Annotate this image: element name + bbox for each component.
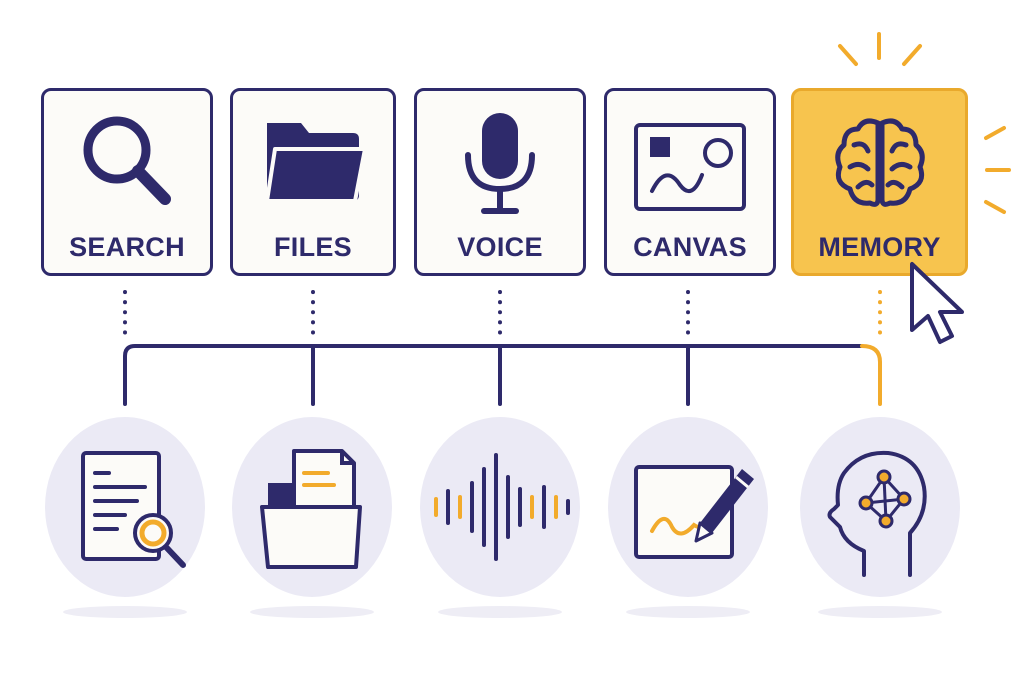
memory-label: MEMORY (818, 232, 941, 262)
brain-icon (834, 118, 925, 207)
cursor-pointer-icon (910, 262, 964, 344)
files-card[interactable]: FILES (230, 88, 396, 276)
open-folder-node[interactable] (232, 417, 392, 597)
search-card[interactable]: SEARCH (41, 88, 213, 276)
files-label: FILES (273, 232, 352, 262)
canvas-label: CANVAS (633, 232, 747, 262)
sound-wave-node[interactable] (420, 417, 580, 597)
shadow (818, 606, 942, 618)
head-network-node[interactable] (800, 417, 960, 597)
image-canvas-icon (634, 123, 746, 211)
drawing-pad-pen-icon (634, 465, 754, 559)
search-label: SEARCH (69, 232, 185, 262)
voice-label: VOICE (457, 232, 543, 262)
microphone-icon (465, 113, 535, 214)
magnifier-icon (83, 116, 171, 205)
canvas-card[interactable]: CANVAS (604, 88, 776, 276)
open-folder-document-icon (260, 449, 362, 569)
shadow (250, 606, 374, 618)
document-search-node[interactable] (45, 417, 205, 597)
shadow (626, 606, 750, 618)
shadow (438, 606, 562, 618)
document-search-icon (81, 451, 186, 568)
head-network-icon (827, 450, 927, 577)
voice-card[interactable]: VOICE (414, 88, 586, 276)
sound-wave-icon (434, 453, 570, 561)
shadow (63, 606, 187, 618)
drawing-pad-node[interactable] (608, 417, 768, 597)
folder-icon (265, 123, 367, 203)
memory-card[interactable]: MEMORY (791, 88, 968, 276)
